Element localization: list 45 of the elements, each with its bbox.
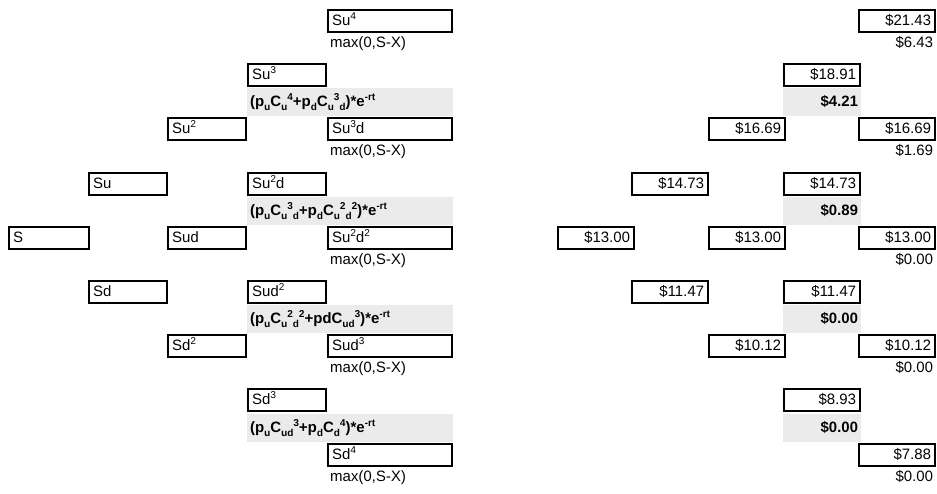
option-value-band: $0.00 — [783, 414, 861, 442]
price-node-box: Su$^{2}$d — [247, 172, 327, 196]
price-value-box: $10.12 — [708, 334, 786, 358]
price-value-box: $16.69 — [858, 117, 936, 141]
option-value-band: $0.89 — [783, 197, 861, 225]
price-node-box: S — [8, 226, 90, 250]
payoff-formula: max(0,S-X) — [329, 33, 407, 52]
price-node-box: Su$^{2}$d$^{2}$ — [327, 226, 453, 250]
option-value-band: $0.00 — [783, 305, 861, 333]
payoff-value: $0.00 — [894, 467, 934, 486]
price-node-box: Sd$^{3}$ — [247, 388, 327, 412]
price-node-box: Su — [88, 172, 168, 196]
price-value-box: $11.47 — [783, 280, 861, 304]
price-value-box: $13.00 — [858, 226, 936, 250]
price-value-box: $14.73 — [631, 172, 709, 196]
price-node-box: Su$^{3}$d — [327, 117, 453, 141]
price-value-box: $7.88 — [858, 443, 936, 467]
price-value-box: $14.73 — [783, 172, 861, 196]
price-value-box: $13.00 — [708, 226, 786, 250]
price-value-box: $11.47 — [631, 280, 709, 304]
payoff-formula: max(0,S-X) — [329, 250, 407, 269]
price-value-box: $18.91 — [783, 63, 861, 87]
price-node-box: Su$^{4}$ — [327, 9, 453, 33]
price-value-box: $8.93 — [783, 388, 861, 412]
price-node-box: Su$^{2}$ — [167, 117, 247, 141]
price-value-box: $21.43 — [858, 9, 936, 33]
price-value-box: $13.00 — [557, 226, 635, 250]
payoff-formula: max(0,S-X) — [329, 358, 407, 377]
price-node-box: Sd — [88, 280, 168, 304]
payoff-value: $0.00 — [894, 250, 934, 269]
price-value-box: $16.69 — [708, 117, 786, 141]
price-value-box: $10.12 — [858, 334, 936, 358]
payoff-formula: max(0,S-X) — [329, 467, 407, 486]
payoff-formula: max(0,S-X) — [329, 141, 407, 160]
price-node-box: Sd$^{2}$ — [167, 334, 247, 358]
payoff-value: $0.00 — [894, 358, 934, 377]
formula-band: (p$_{u}$C$_{ud}$$^{3}$+p$_{d}$C$_{d}$$^{4}$)*e$^{-rt}$ — [247, 414, 453, 442]
price-node-box: Sud$^{3}$ — [327, 334, 453, 358]
payoff-value: $1.69 — [894, 141, 934, 160]
price-node-box: Sud$^{2}$ — [247, 280, 327, 304]
price-node-box: Sd$^{4}$ — [327, 443, 453, 467]
price-node-box: Sud — [167, 226, 247, 250]
option-value-band: $4.21 — [783, 88, 861, 116]
price-node-box: Su$^{3}$ — [247, 63, 327, 87]
payoff-value: $6.43 — [894, 33, 934, 52]
